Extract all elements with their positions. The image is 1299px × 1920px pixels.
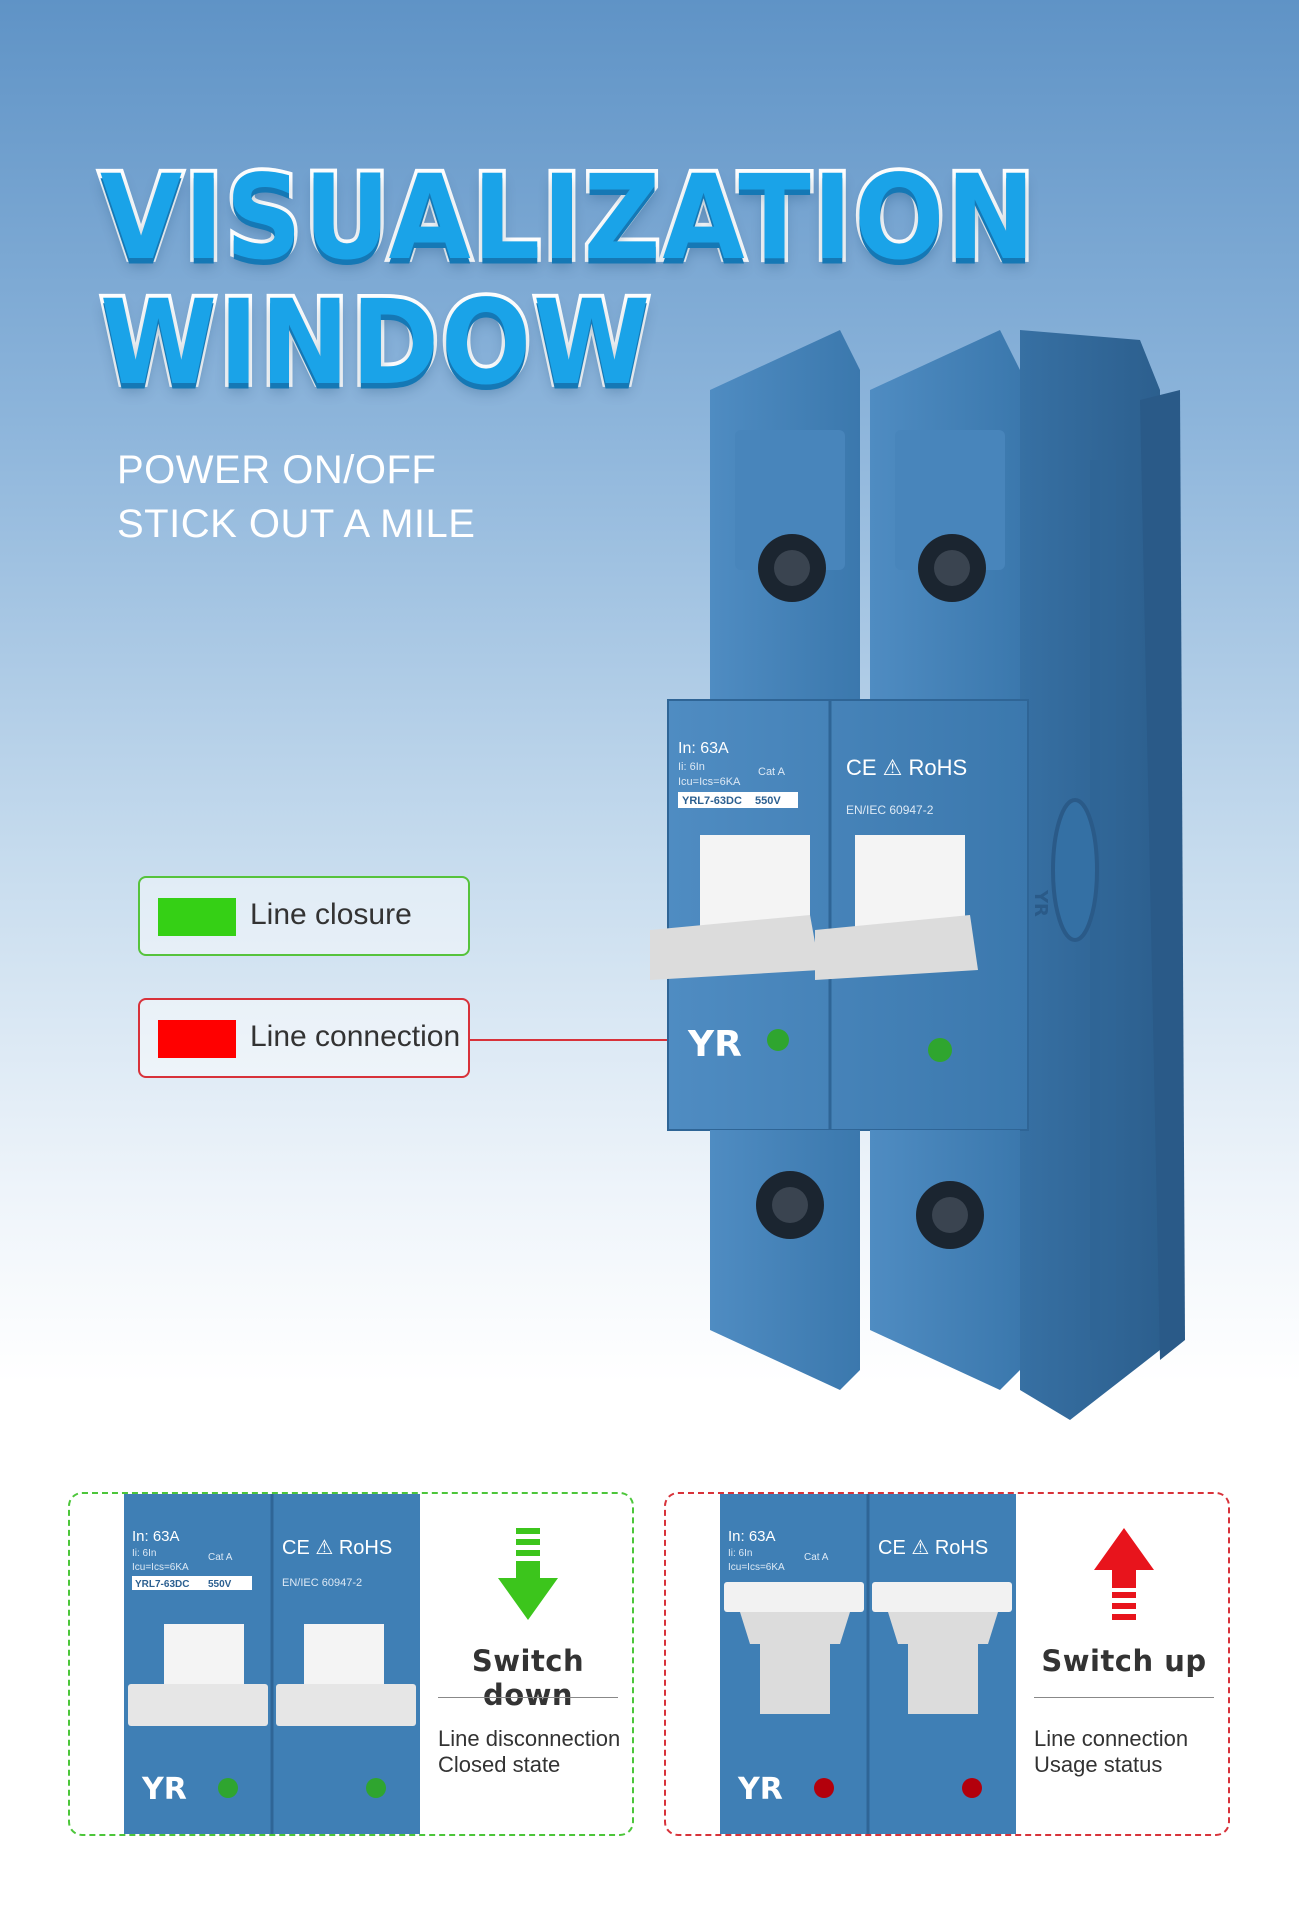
red-indicator [814,1778,834,1798]
subtitle-line-1: POWER ON/OFF [117,448,437,492]
spec-2-text: Icu=Ics=6KA [728,1562,785,1573]
certification-marks: CE ⚠ RoHS [878,1537,988,1559]
certification-marks: CE ⚠ RoHS [282,1537,392,1559]
standard-text: EN/IEC 60947-2 [282,1577,362,1589]
divider [438,1697,618,1698]
legend-line-connection: Line connection [138,998,470,1078]
breaker-switch-up-thumb: In: 63A Ii: 6In Icu=Ics=6KA Cat A CE ⚠ R… [720,1494,1016,1834]
switch-state-label: Switch down [471,1644,585,1712]
description-line-1: Line connection [1034,1726,1189,1751]
heading-line-2: WINDOW [96,275,653,411]
legend-label: Line closure [250,898,412,931]
brand-logo: YR [687,1024,742,1065]
category-text: Cat A [758,766,786,778]
state-description: Line disconnection Closed state [438,1726,620,1778]
spec-1-text: Ii: 6In [132,1548,156,1559]
green-indicator [366,1778,386,1798]
switch-up-panel: In: 63A Ii: 6In Icu=Ics=6KA Cat A CE ⚠ R… [664,1492,1230,1836]
state-description: Line connection Usage status [1034,1726,1188,1778]
rating-text: In: 63A [728,1528,776,1545]
spec-1-text: Ii: 6In [728,1548,752,1559]
legend-label: Line connection [250,1020,461,1053]
arrow-up-icon [1094,1528,1154,1620]
heading-line-1: VISUALIZATION [97,150,1039,286]
spec-2-text: Icu=Ics=6KA [678,776,741,788]
circuit-breaker-image: In: 63A Ii: 6In Icu=Ics=6KA Cat A YRL7-6… [650,330,1185,1420]
category-text: Cat A [804,1552,829,1563]
standard-text: EN/IEC 60947-2 [846,803,934,817]
switch-state-label: Switch up [1041,1644,1207,1678]
description-line-2: Closed state [438,1752,561,1777]
subtitle: POWER ON/OFF STICK OUT A MILE [117,443,475,551]
green-indicator [218,1778,238,1798]
side-brand-logo: YR [1030,889,1051,917]
model-text: YRL7-63DC [682,795,742,807]
red-indicator [962,1778,982,1798]
switch-down-panel: In: 63A Ii: 6In Icu=Ics=6KA Cat A YRL7-6… [68,1492,634,1836]
breaker-switch-down-thumb: In: 63A Ii: 6In Icu=Ics=6KA Cat A YRL7-6… [124,1494,420,1834]
spec-1-text: Ii: 6In [678,761,705,773]
arrow-down-icon [498,1528,558,1620]
spec-2-text: Icu=Ics=6KA [132,1562,189,1573]
voltage-text: 550V [755,795,781,807]
divider [1034,1697,1214,1698]
legend-swatch-green [158,898,236,936]
certification-marks: CE ⚠ RoHS [846,755,967,780]
subtitle-line-2: STICK OUT A MILE [117,502,476,546]
description-line-2: Usage status [1034,1752,1163,1777]
voltage-text: 550V [208,1579,232,1590]
category-text: Cat A [208,1552,233,1563]
brand-logo: YR [141,1772,187,1807]
legend-line-closure: Line closure [138,876,470,956]
rating-text: In: 63A [132,1528,180,1545]
legend-swatch-red [158,1020,236,1058]
description-line-1: Line disconnection [438,1726,621,1751]
indicator-pointer-line [470,1039,772,1041]
model-text: YRL7-63DC [135,1579,189,1590]
rating-text: In: 63A [678,740,729,757]
brand-logo: YR [737,1772,783,1807]
